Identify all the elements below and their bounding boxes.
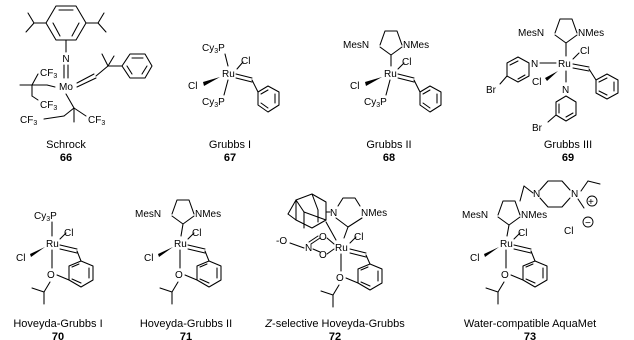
chloride-label: Cl <box>350 81 359 92</box>
compound-number: 71 <box>180 331 192 340</box>
pyridine-nitrogen: N <box>562 85 569 96</box>
structure-hoveyda-grubbs-2: MesN NMes Ru Cl Cl O Hoveyda-Grubbs II 7… <box>135 199 232 340</box>
ruthenium-label: Ru <box>500 239 513 250</box>
compound-number: 73 <box>524 331 536 340</box>
n-mes-label: NMes <box>578 28 604 39</box>
phenyl-ring <box>257 85 280 113</box>
nitrate-oxide-label: -O <box>276 236 287 247</box>
structure-aquamet: N N + Cl − MesN NMes Ru Cl Cl O <box>462 180 601 340</box>
structure-schrock: N Mo CF3 CF3 CF3 CF3 Schrock 66 <box>19 5 153 164</box>
ruthenium-label: Ru <box>174 239 187 250</box>
pyridine-nitrogen: N <box>531 59 538 70</box>
aryl-ring <box>45 5 87 41</box>
benzylidene-ring <box>68 260 94 288</box>
adamantyl-cage <box>295 193 327 229</box>
caption-grubbs-2: Grubbs II <box>366 139 411 151</box>
chloride-label: Cl <box>354 232 363 243</box>
nitrogen-label: N <box>533 189 540 200</box>
phosphine-label: Cy3P <box>34 211 57 223</box>
chloride-label: Cl <box>402 57 411 68</box>
caption-z-selective: Z-selective Hoveyda-Grubbs <box>264 318 405 330</box>
phosphine-label: Cy3P <box>364 97 387 109</box>
cf3-label: CF3 <box>40 68 57 80</box>
chloride-counterion: Cl <box>564 226 573 237</box>
mes-n-label: MesN <box>135 209 161 220</box>
structure-grubbs-1: Cy3P Ru Cl Cl Cy3P Grubbs I 67 <box>188 43 280 164</box>
cf3-label: CF3 <box>20 115 37 127</box>
pyridine-ring <box>555 95 577 122</box>
ruthenium-label: Ru <box>558 59 571 70</box>
caption-aquamet: Water-compatible AquaMet <box>464 318 596 330</box>
caption-grubbs-3: Grubbs III <box>544 139 592 151</box>
oxygen-label: O <box>336 273 344 284</box>
nitrogen-label: N <box>571 189 578 200</box>
compound-number: 72 <box>329 331 341 340</box>
mes-n-label: MesN <box>343 40 369 51</box>
chloride-label: Cl <box>532 77 541 88</box>
structure-grubbs-2: MesN NMes Ru Cl Cl Cy3P Grubbs II 68 <box>343 30 442 164</box>
chloride-label: Cl <box>16 253 25 264</box>
chloride-label: Cl <box>188 81 197 92</box>
caption-hoveyda-grubbs-1: Hoveyda-Grubbs I <box>13 318 102 330</box>
ruthenium-label: Ru <box>335 243 348 254</box>
oxygen-label: O <box>319 250 327 261</box>
structure-grubbs-3: MesN NMes Cl Ru N Br Cl N Br Grubb <box>486 18 619 164</box>
bromine-label: Br <box>532 123 543 134</box>
cf3-label: CF3 <box>88 115 105 127</box>
phenyl-ring <box>595 73 619 100</box>
benzylidene-ring <box>357 263 383 291</box>
caption-hoveyda-grubbs-2: Hoveyda-Grubbs II <box>140 318 232 330</box>
caption-schrock: Schrock <box>46 139 86 151</box>
chloride-label: Cl <box>64 228 73 239</box>
phenyl-ring <box>419 85 442 113</box>
n-mes-label: NMes <box>521 210 547 221</box>
compound-number: 68 <box>383 152 395 164</box>
oxygen-label: O <box>319 232 327 243</box>
chloride-label: Cl <box>241 56 250 67</box>
mes-n-label: MesN <box>462 210 488 221</box>
positive-charge: + <box>588 197 594 208</box>
nitrogen-label: N <box>330 208 337 219</box>
benzylidene-ring <box>196 260 222 288</box>
oxygen-label: O <box>175 270 183 281</box>
compound-number: 66 <box>60 152 72 164</box>
ruthenium-label: Ru <box>222 69 235 80</box>
bromine-label: Br <box>486 85 497 96</box>
molybdenum-label: Mo <box>59 82 73 93</box>
chloride-label: Cl <box>144 253 153 264</box>
caption-grubbs-1: Grubbs I <box>209 139 251 151</box>
mes-n-label: MesN <box>518 28 544 39</box>
phosphine-label: Cy3P <box>202 43 225 55</box>
compound-number: 67 <box>224 152 236 164</box>
chloride-label: Cl <box>192 228 201 239</box>
nitrogen-label: N <box>305 243 312 254</box>
compound-number: 69 <box>562 152 574 164</box>
phenyl-ring <box>121 53 153 79</box>
negative-charge: − <box>585 218 591 229</box>
n-mes-label: NMes <box>361 208 387 219</box>
chloride-label: Cl <box>470 253 479 264</box>
phosphine-label: Cy3P <box>202 97 225 109</box>
n-mes-label: NMes <box>195 209 221 220</box>
ruthenium-label: Ru <box>46 239 59 250</box>
structure-hoveyda-grubbs-1: Cy3P Ru Cl Cl O Hoveyda-Grubbs I 70 <box>13 211 102 340</box>
oxygen-label: O <box>47 270 55 281</box>
compound-number: 70 <box>52 331 64 340</box>
imido-nitrogen: N <box>62 54 69 65</box>
n-mes-label: NMes <box>403 40 429 51</box>
structure-z-selective: N NMes Ru Cl O O N -O O Z-sel <box>264 193 405 340</box>
ruthenium-label: Ru <box>384 69 397 80</box>
benzylidene-ring <box>522 260 548 288</box>
chloride-label: Cl <box>580 46 589 57</box>
cf3-label: CF3 <box>40 100 57 112</box>
oxygen-label: O <box>501 270 509 281</box>
chloride-label: Cl <box>518 228 527 239</box>
